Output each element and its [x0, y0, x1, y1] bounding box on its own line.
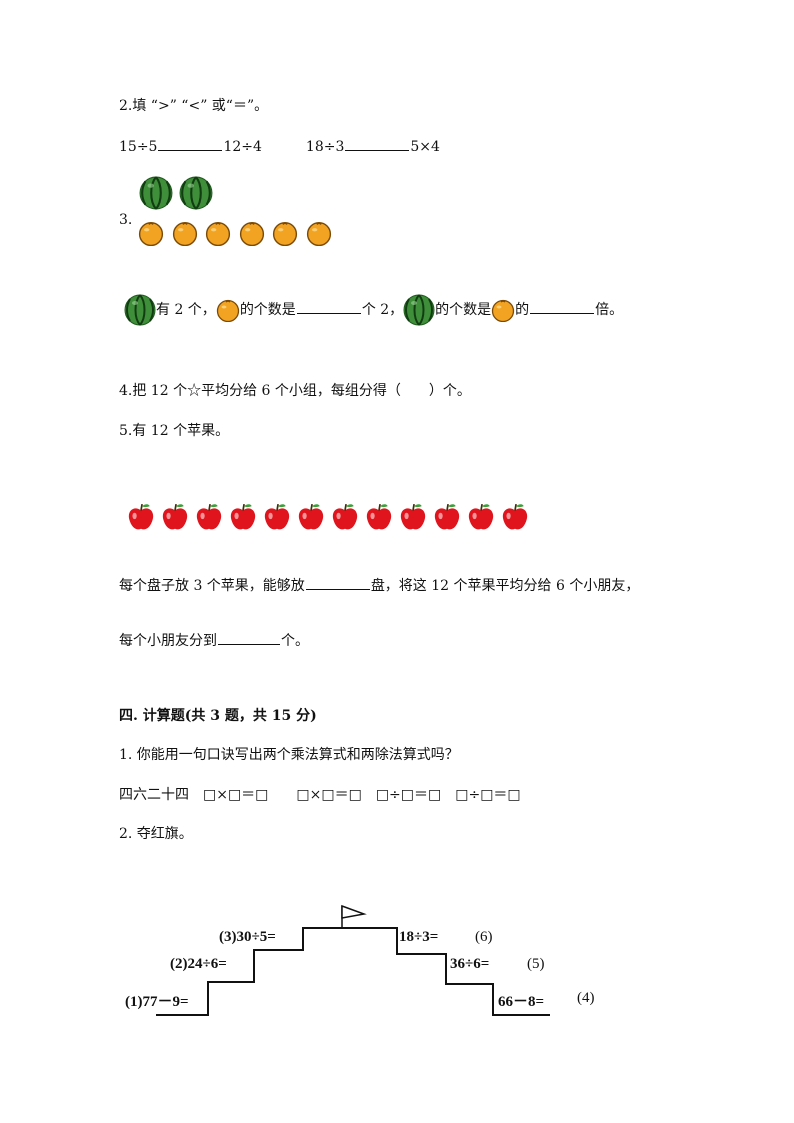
- q3-text-3: 个 2，: [361, 302, 404, 318]
- stair-4-number: (6): [475, 929, 493, 945]
- stair-5-number: (5): [527, 956, 545, 972]
- answer-blank-3[interactable]: [296, 301, 361, 314]
- orange-icon: [138, 220, 164, 250]
- q5-line-1: 每个盘子放 3 个苹果，能够放 盘，将这 12 个苹果平均分给 6 个小朋友，: [119, 577, 639, 595]
- orange-icon: [205, 220, 231, 250]
- orange-icon: [239, 220, 265, 250]
- q3-text-2: 的个数是: [239, 302, 296, 318]
- watermelon-icon: [124, 294, 156, 326]
- q3-text-5: 的: [515, 302, 530, 318]
- q3-text-4: 的个数是: [435, 302, 492, 318]
- apple-icon: [262, 502, 292, 536]
- s4-q1-row: 四六二十四 □×□＝□ □×□＝□ □÷□＝□ □÷□＝□: [119, 787, 521, 803]
- stair-6-number: (4): [577, 990, 595, 1006]
- q3-text-6: 倍。: [595, 302, 624, 318]
- apple-icon: [330, 502, 360, 536]
- apple-icon: [228, 502, 258, 536]
- expr1-right: 12÷4: [223, 139, 262, 155]
- answer-blank-6[interactable]: [218, 632, 280, 645]
- watermelon-icon: [139, 176, 173, 214]
- orange-icon: [216, 298, 240, 323]
- s4-q2-text: 2. 夺红旗。: [119, 826, 193, 842]
- apple-icon: [398, 502, 428, 536]
- stair-3-expr: (3)30÷5=: [219, 929, 276, 945]
- orange-icon: [306, 220, 332, 250]
- q5-text-2: 盘，将这 12 个苹果平均分给 6 个小朋友，: [370, 578, 640, 594]
- apple-icon: [466, 502, 496, 536]
- q5-text-3: 每个小朋友分到: [119, 633, 217, 649]
- answer-blank-4[interactable]: [530, 301, 595, 314]
- orange-icon: [172, 220, 198, 250]
- orange-icon: [491, 298, 515, 323]
- q2-comparison-row: 15÷5 12÷4 18÷3 5×4: [119, 138, 440, 156]
- answer-blank-1[interactable]: [158, 138, 223, 151]
- apple-icon: [296, 502, 326, 536]
- q4-text: 4.把 12 个☆平均分给 6 个小组，每组分得（ ）个。: [119, 383, 471, 399]
- apple-icon: [500, 502, 530, 536]
- stair-5-expr: 36÷6=: [450, 956, 490, 972]
- expr2-right: 5×4: [410, 139, 440, 155]
- stair-6-expr: 66－8=: [498, 994, 545, 1010]
- section-heading: 四. 计算题(共 3 题，共 15 分): [119, 708, 317, 724]
- answer-blank-5[interactable]: [305, 577, 370, 590]
- q2-title: 2.填 “>” “<” 或“＝”。: [119, 98, 269, 114]
- apple-icon: [432, 502, 462, 536]
- q3-sentence: 有 2 个， 的个数是 个 2， 的个数是 的 倍。: [124, 294, 623, 326]
- apple-icon: [194, 502, 224, 536]
- apple-icon: [364, 502, 394, 536]
- q5-text-1: 每个盘子放 3 个苹果，能够放: [119, 578, 305, 594]
- expr2-left: 18÷3: [305, 139, 345, 155]
- watermelon-icon: [403, 294, 435, 326]
- stair-4-expr: 18÷3=: [399, 929, 439, 945]
- flag-icon: [341, 904, 367, 919]
- answer-blank-2[interactable]: [345, 138, 410, 151]
- apple-icon: [126, 502, 156, 536]
- q5-title: 5.有 12 个苹果。: [119, 423, 230, 439]
- expr1-left: 15÷5: [119, 139, 158, 155]
- stair-2-expr: (2)24÷6=: [170, 956, 227, 972]
- orange-icon: [272, 220, 298, 250]
- stair-1-expr: (1)77－9=: [125, 994, 189, 1010]
- watermelon-icon: [179, 176, 213, 214]
- q5-line-2: 每个小朋友分到 个。: [119, 632, 309, 650]
- q5-text-4: 个。: [281, 633, 309, 649]
- q3-number: 3.: [119, 212, 133, 228]
- s4-q1-text: 1. 你能用一句口诀写出两个乘法算式和两除法算式吗？: [119, 747, 459, 763]
- q3-text-1: 有 2 个，: [156, 302, 216, 318]
- apple-icon: [160, 502, 190, 536]
